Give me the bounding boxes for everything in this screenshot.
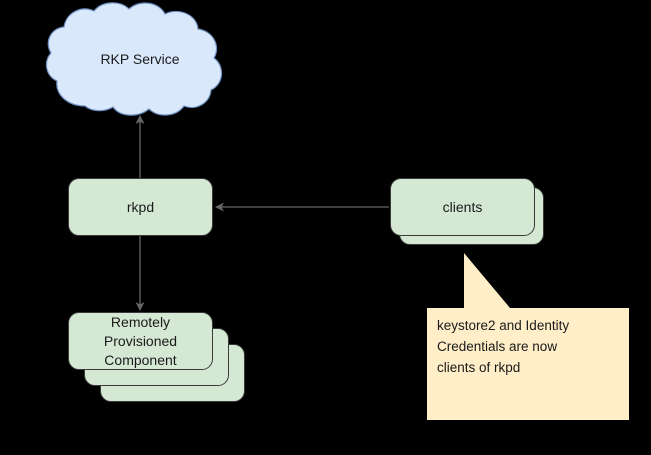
node-rkpd[interactable] xyxy=(68,178,213,236)
rkp-service-cloud[interactable] xyxy=(40,2,240,122)
callout-text: keystore2 and Identity Credentials are n… xyxy=(437,318,570,375)
node-remotely-provisioned-component[interactable] xyxy=(68,312,213,370)
callout-bubble[interactable] xyxy=(420,245,635,425)
node-clients[interactable] xyxy=(390,178,535,236)
